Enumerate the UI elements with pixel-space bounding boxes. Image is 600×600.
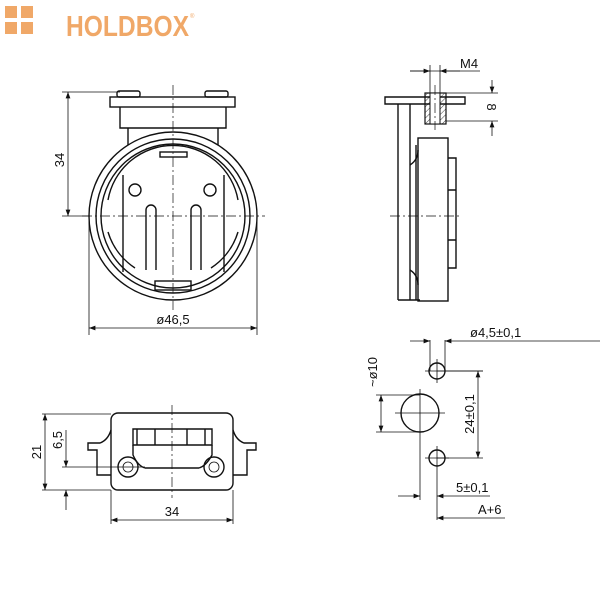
bottom-offset-dimension: 6,5: [50, 431, 65, 449]
front-diameter-dimension: ø46,5: [156, 312, 189, 327]
hole-offset-dimension: 5±0,1: [456, 480, 488, 495]
bottom-width-dimension: 34: [165, 504, 179, 519]
thread-dimension: M4: [460, 56, 478, 71]
holdbox-logo: HOLDBOX ®: [5, 6, 195, 43]
side-view: M4 8: [384, 56, 499, 302]
hole-spacing-dimension: 24±0,1: [462, 394, 477, 434]
front-height-dimension: 34: [52, 153, 67, 167]
thickness-dimension: A+6: [478, 502, 502, 517]
depth-dimension: 8: [484, 103, 499, 110]
hole-pattern: ø4,5±0,1 ~ø10 24±0,1 5±0,1 A+6: [365, 325, 600, 521]
front-view: 34 ø46,5: [52, 85, 265, 335]
small-hole-dimension: ø4,5±0,1: [470, 325, 521, 340]
logo-text: HOLDBOX: [66, 11, 190, 43]
bottom-view: 21 6,5 34: [29, 405, 257, 524]
bottom-height-dimension: 21: [29, 445, 44, 459]
logo-registered-mark: ®: [190, 13, 195, 20]
large-hole-dimension: ~ø10: [365, 357, 380, 387]
